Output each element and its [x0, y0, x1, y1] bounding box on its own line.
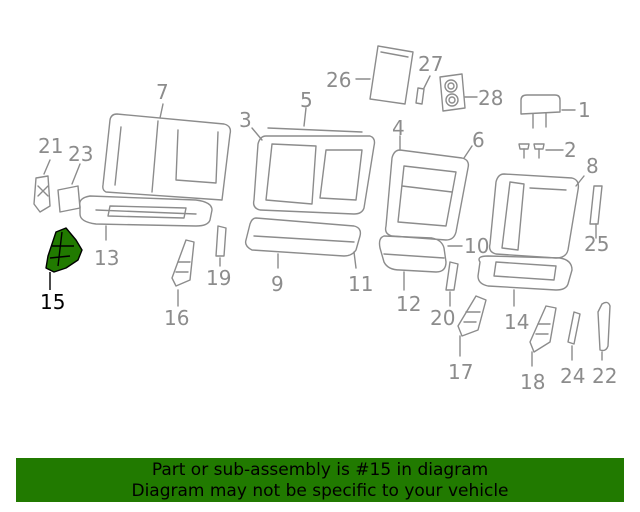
callout-16: 16	[164, 306, 190, 330]
part-13-cushion-frame	[79, 195, 213, 241]
part-20-bracket	[445, 261, 459, 307]
callout-19: 19	[206, 266, 232, 290]
part-24-strip	[567, 311, 581, 361]
callout-21: 21	[38, 134, 64, 158]
part-28-cup-holder	[439, 73, 478, 112]
part-26-panel	[355, 45, 414, 105]
callout-11: 11	[348, 272, 374, 296]
part-22-trim	[597, 301, 611, 361]
callout-26: 26	[326, 68, 352, 92]
part-4-6-seatback	[384, 135, 473, 241]
callout-24: 24	[560, 364, 586, 388]
callout-22: 22	[592, 364, 618, 388]
callout-8: 8	[586, 154, 599, 178]
callout-13: 13	[94, 246, 120, 270]
part-17-bracket	[457, 295, 487, 357]
banner-line-2: Diagram may not be specific to your vehi…	[131, 481, 509, 501]
part-21-trim	[33, 159, 51, 213]
callout-14: 14	[504, 310, 530, 334]
callout-18: 18	[520, 370, 546, 394]
callout-28: 28	[478, 86, 504, 110]
callout-9: 9	[271, 272, 284, 296]
part-10-12-cushion	[378, 235, 463, 291]
banner-line-1: Part or sub-assembly is #15 in diagram	[151, 460, 489, 480]
callout-23: 23	[68, 142, 94, 166]
callout-12: 12	[396, 292, 422, 316]
part-18-bracket	[529, 305, 557, 367]
callout-7: 7	[156, 80, 169, 104]
callout-15: 15	[40, 290, 66, 314]
part-7-seatback-left	[102, 103, 232, 201]
callout-10: 10	[464, 234, 490, 258]
callout-2: 2	[564, 138, 577, 162]
callout-27: 27	[418, 52, 444, 76]
part-14-cushion-frame	[477, 255, 573, 307]
callout-1: 1	[578, 98, 591, 122]
callout-6: 6	[472, 128, 485, 152]
callout-20: 20	[430, 306, 456, 330]
part-27-clip	[415, 75, 431, 105]
callout-17: 17	[448, 360, 474, 384]
part-1-headrest	[520, 94, 576, 129]
part-15-highlighted	[45, 227, 83, 290]
part-2-guides	[518, 143, 564, 159]
part-23-bracket	[57, 163, 81, 213]
part-16-bracket	[171, 239, 195, 307]
part-25-strip	[589, 185, 603, 239]
part-9-11-cushion-center	[244, 217, 362, 269]
part-8-seatback-right	[488, 173, 585, 259]
callout-4: 4	[392, 116, 405, 140]
parts-diagram	[33, 45, 611, 367]
part-3-5-seatback-center	[251, 107, 376, 215]
callout-5: 5	[300, 88, 313, 112]
callout-25: 25	[584, 232, 610, 256]
callout-3: 3	[239, 108, 252, 132]
info-banner: Part or sub-assembly is #15 in diagram D…	[16, 458, 624, 502]
part-19-bracket	[215, 225, 227, 267]
